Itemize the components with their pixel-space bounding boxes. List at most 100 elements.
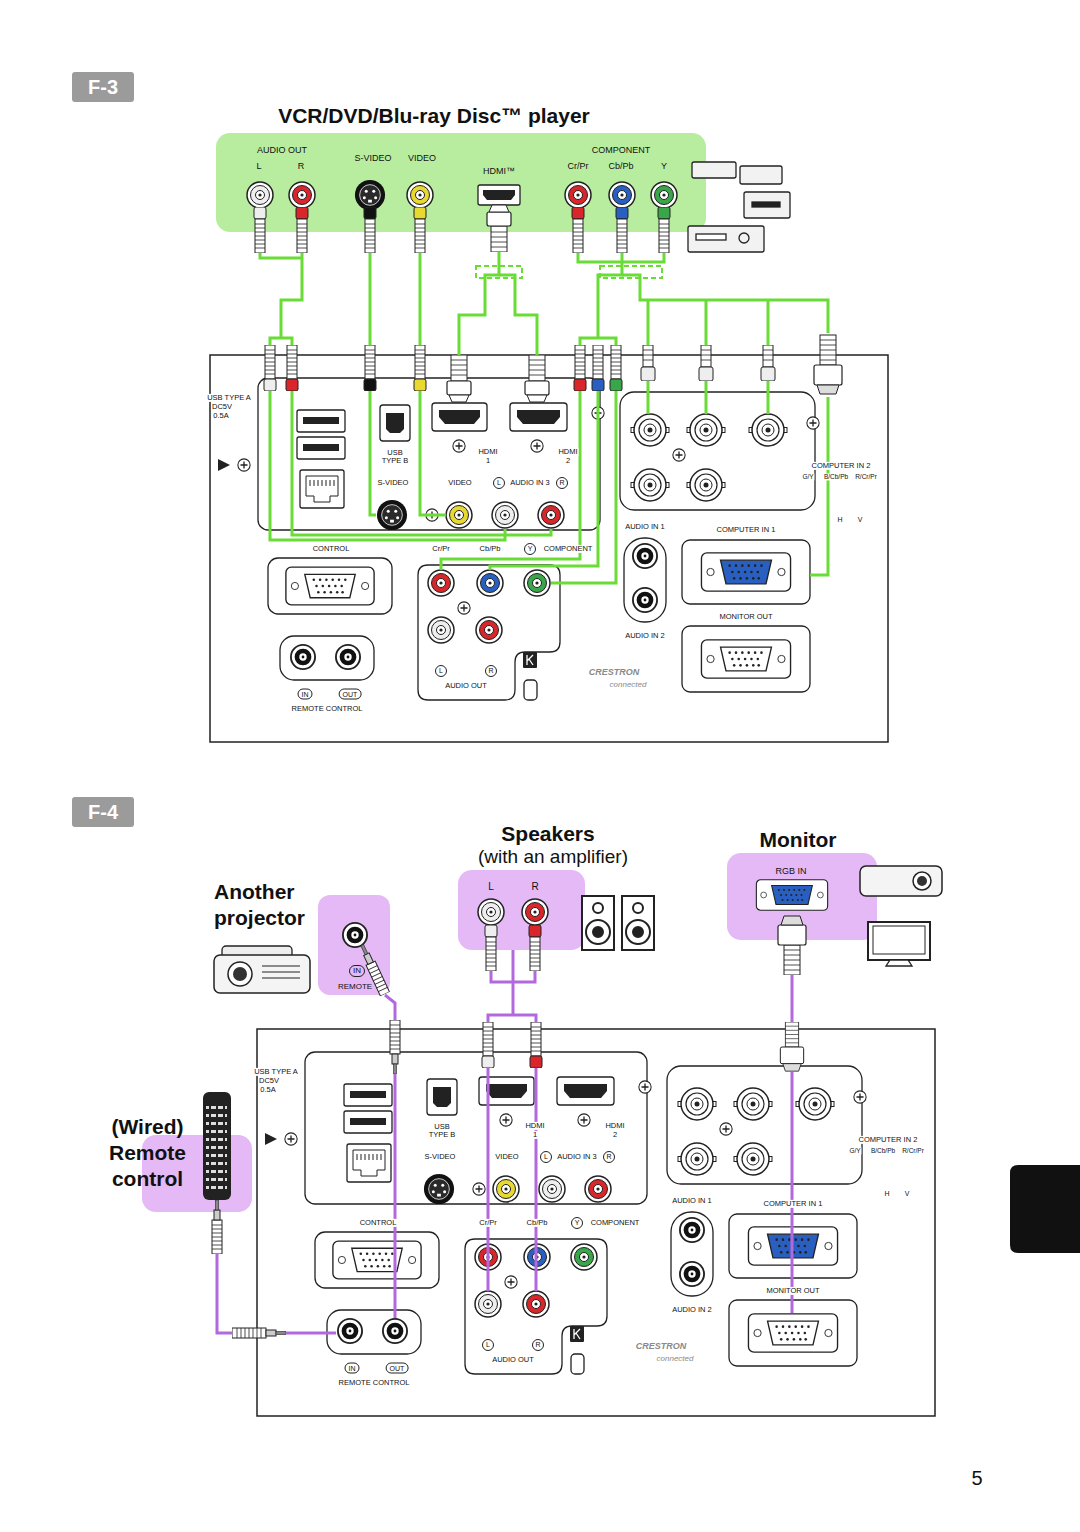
port-label: IN bbox=[345, 1363, 360, 1374]
port-label: MONITOR OUT bbox=[718, 613, 773, 621]
source-device-ports bbox=[478, 185, 520, 205]
port-label: COMPUTER IN 2 bbox=[811, 462, 872, 470]
cable-plug bbox=[212, 1200, 222, 1254]
port-label: AUDIO IN 2 bbox=[624, 632, 666, 640]
device-panel: Another projectorINREMOTE bbox=[318, 895, 390, 995]
port-label: 0.5A bbox=[212, 412, 229, 420]
port-label: USB TYPE B bbox=[426, 1123, 458, 1140]
video-player-icon bbox=[739, 233, 749, 243]
port-label: R bbox=[532, 1339, 544, 1351]
green-cable bbox=[648, 381, 768, 414]
green-cable bbox=[420, 391, 446, 515]
port-label: AUDIO IN 1 bbox=[624, 523, 666, 531]
video-player-icon bbox=[752, 202, 780, 207]
source-device-ports bbox=[407, 182, 433, 208]
page-number: 5 bbox=[971, 1467, 982, 1489]
green-cable bbox=[580, 330, 616, 345]
cable-plug bbox=[254, 205, 842, 402]
video-player-icon bbox=[740, 166, 782, 184]
port-label: 1 bbox=[532, 1131, 538, 1139]
projector-rear-panel-drawing bbox=[210, 355, 935, 1416]
green-cable bbox=[441, 391, 580, 570]
device-panel-fill bbox=[318, 895, 390, 995]
port-label: USB TYPE A bbox=[206, 394, 252, 402]
port-label: S-VIDEO bbox=[424, 1153, 457, 1161]
port-label: COMPONENT bbox=[592, 146, 651, 156]
port-label: USB TYPE A bbox=[253, 1068, 299, 1076]
port-label: AUDIO OUT bbox=[257, 146, 307, 156]
cable-plug bbox=[414, 345, 426, 391]
monitor-icon bbox=[868, 922, 930, 966]
purple-cable bbox=[488, 1068, 536, 1291]
port-label: OUT bbox=[339, 689, 362, 700]
port-label: COMPONENT bbox=[543, 545, 594, 553]
cable-plug bbox=[610, 345, 622, 391]
port-label: AUDIO IN 3 bbox=[509, 479, 551, 487]
projector-rear-panel-drawing bbox=[210, 355, 888, 742]
video-player-icon bbox=[688, 162, 790, 252]
device-heading: Another projector bbox=[214, 879, 332, 931]
cable-plug bbox=[814, 335, 842, 394]
source-device-ports bbox=[247, 180, 677, 210]
speaker-icon bbox=[633, 927, 643, 937]
device-panel: (Wired) Remote control bbox=[142, 1135, 252, 1212]
monitor-icon bbox=[886, 960, 912, 966]
port-label: Cr/Pr bbox=[431, 545, 451, 553]
port-label: HDMI bbox=[604, 1122, 625, 1130]
port-label: Y bbox=[571, 1217, 583, 1229]
green-cable bbox=[578, 253, 664, 262]
cable-plug bbox=[699, 345, 713, 381]
external-device-ports bbox=[522, 899, 548, 925]
port-label: IN bbox=[349, 965, 365, 977]
video-player-icon bbox=[688, 226, 764, 252]
green-cable bbox=[270, 330, 292, 345]
speaker-icon bbox=[622, 896, 654, 950]
source-device-ports bbox=[289, 182, 315, 208]
port-label: REMOTE bbox=[338, 983, 372, 992]
cable-plug bbox=[530, 1022, 542, 1068]
external-device-ports bbox=[343, 923, 367, 947]
cable-plug bbox=[592, 345, 604, 391]
source-device-ports bbox=[483, 190, 515, 200]
purple-cable bbox=[286, 1332, 336, 1335]
port-label: S-VIDEO bbox=[377, 479, 410, 487]
port-label: AUDIO IN 2 bbox=[671, 1306, 713, 1314]
port-label: Y bbox=[524, 543, 536, 555]
video-player-icon bbox=[692, 162, 736, 178]
projector-icon bbox=[214, 866, 942, 993]
port-label: DC5V bbox=[211, 403, 233, 411]
port-label: OUT bbox=[386, 1363, 409, 1374]
speaker-icon bbox=[593, 927, 603, 937]
cable-plug bbox=[525, 355, 549, 402]
speaker-icon bbox=[633, 903, 643, 913]
source-device-panel: VCR/DVD/Blu-ray Disc™ playerAUDIO OUTLRS… bbox=[216, 133, 706, 232]
port-label: HDMI™ bbox=[483, 167, 515, 177]
cable-plug bbox=[482, 1022, 494, 1068]
device-heading: (Wired) Remote control bbox=[100, 1114, 195, 1192]
device-panel-fill bbox=[458, 870, 585, 950]
port-label: L bbox=[482, 1339, 494, 1351]
remote-control-icon bbox=[203, 1092, 231, 1200]
port-label: REMOTE CONTROL bbox=[291, 705, 364, 713]
projector-icon bbox=[233, 967, 247, 981]
cable-plug bbox=[761, 345, 775, 381]
port-label: G/Y bbox=[801, 473, 814, 480]
port-label: Cr/Pr bbox=[568, 162, 589, 172]
projector-icon bbox=[228, 962, 252, 986]
port-label: VIDEO bbox=[447, 479, 472, 487]
cable-plug bbox=[232, 1328, 286, 1338]
speaker-icon bbox=[626, 920, 650, 944]
port-label: B/Cb/Pb bbox=[870, 1147, 896, 1154]
green-cable bbox=[270, 391, 505, 540]
port-label: IN bbox=[298, 689, 313, 700]
purple-cable bbox=[286, 971, 792, 1333]
port-label: R bbox=[556, 477, 568, 489]
green-cable bbox=[499, 275, 537, 355]
port-label: L bbox=[540, 1151, 552, 1163]
green-cable bbox=[292, 391, 551, 535]
port-label: REMOTE CONTROL bbox=[338, 1379, 411, 1387]
source-device-ports bbox=[247, 182, 273, 208]
cable-plug bbox=[212, 916, 806, 1338]
cable-plug bbox=[296, 207, 308, 253]
port-label: COMPUTER IN 2 bbox=[858, 1136, 919, 1144]
